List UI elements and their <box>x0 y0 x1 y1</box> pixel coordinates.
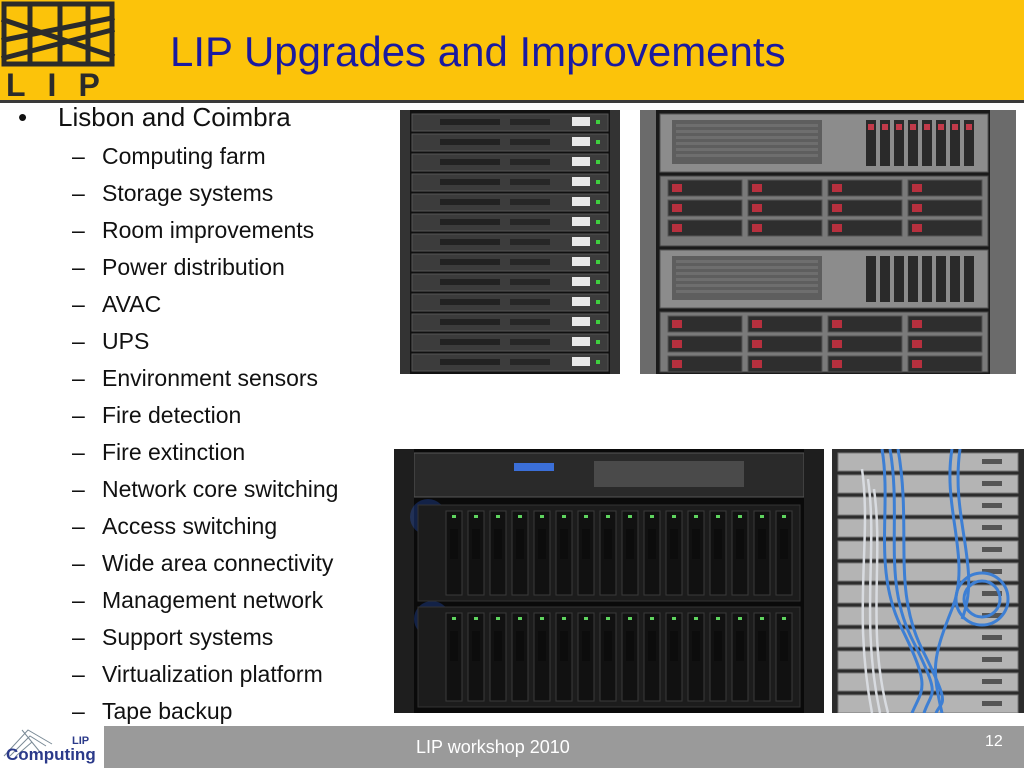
footer-logo-top: LIP <box>72 735 89 747</box>
footer-bar <box>104 726 1024 768</box>
header-divider <box>0 100 1024 103</box>
footer-logo-bottom: Computing <box>6 745 96 764</box>
page-number: 12 <box>985 733 1003 750</box>
list-item-text: UPS <box>102 328 150 354</box>
lip-logo: LIP <box>0 0 130 103</box>
photo-blade-enclosures <box>394 449 824 713</box>
list-item-text: Network core switching <box>102 476 339 502</box>
list-item-text: Management network <box>102 587 324 613</box>
list-item-text: Power distribution <box>102 254 285 280</box>
dash-marker: – <box>72 661 85 687</box>
list-item: –Fire extinction <box>18 434 388 471</box>
list-item: –Support systems <box>18 619 388 656</box>
list-item: –UPS <box>18 323 388 360</box>
logo-text: LIP <box>6 67 122 100</box>
bullet-list: • Lisbon and Coimbra –Computing farm –St… <box>18 100 388 730</box>
list-item-text: Fire detection <box>102 402 242 428</box>
list-item-text: Tape backup <box>102 698 233 724</box>
dash-marker: – <box>72 550 85 576</box>
dash-marker: – <box>72 698 85 724</box>
list-item-text: AVAC <box>102 291 162 317</box>
list-item: –Fire detection <box>18 397 388 434</box>
list-item-text: Virtualization platform <box>102 661 323 687</box>
list-item-text: Support systems <box>102 624 274 650</box>
bullet-heading: • Lisbon and Coimbra <box>18 100 388 138</box>
list-item-text: Computing farm <box>102 143 266 169</box>
list-item: –Wide area connectivity <box>18 545 388 582</box>
list-item: –AVAC <box>18 286 388 323</box>
list-item: –Computing farm <box>18 138 388 175</box>
list-item-text: Fire extinction <box>102 439 246 465</box>
list-item: –Room improvements <box>18 212 388 249</box>
dash-marker: – <box>72 291 85 317</box>
photo-network-cabling <box>832 449 1024 713</box>
dash-marker: – <box>72 217 85 243</box>
dash-marker: – <box>72 365 85 391</box>
bullet-heading-text: Lisbon and Coimbra <box>58 102 291 132</box>
list-item-text: Wide area connectivity <box>102 550 334 576</box>
list-item: –Access switching <box>18 508 388 545</box>
list-item: –Tape backup <box>18 693 388 730</box>
slide-title: LIP Upgrades and Improvements <box>170 28 786 75</box>
dash-marker: – <box>72 143 85 169</box>
list-item: –Network core switching <box>18 471 388 508</box>
dash-marker: – <box>72 328 85 354</box>
footer-text: LIP workshop 2010 <box>416 737 570 757</box>
list-item-text: Storage systems <box>102 180 274 206</box>
lip-computing-logo: LIP Computing <box>0 722 104 768</box>
list-item: –Storage systems <box>18 175 388 212</box>
list-item: –Virtualization platform <box>18 656 388 693</box>
dash-marker: – <box>72 439 85 465</box>
list-item: –Environment sensors <box>18 360 388 397</box>
dash-marker: – <box>72 624 85 650</box>
dash-marker: – <box>72 402 85 428</box>
dash-marker: – <box>72 513 85 539</box>
photo-storage-arrays <box>640 110 1016 374</box>
list-item: –Management network <box>18 582 388 619</box>
list-item: –Power distribution <box>18 249 388 286</box>
photo-server-rack <box>400 110 620 374</box>
dash-marker: – <box>72 180 85 206</box>
dash-marker: – <box>72 587 85 613</box>
slide-header <box>0 0 1024 100</box>
list-item-text: Access switching <box>102 513 278 539</box>
list-item-text: Environment sensors <box>102 365 319 391</box>
bullet-marker: • <box>18 102 28 132</box>
dash-marker: – <box>72 476 85 502</box>
list-item-text: Room improvements <box>102 217 315 243</box>
dash-marker: – <box>72 254 85 280</box>
